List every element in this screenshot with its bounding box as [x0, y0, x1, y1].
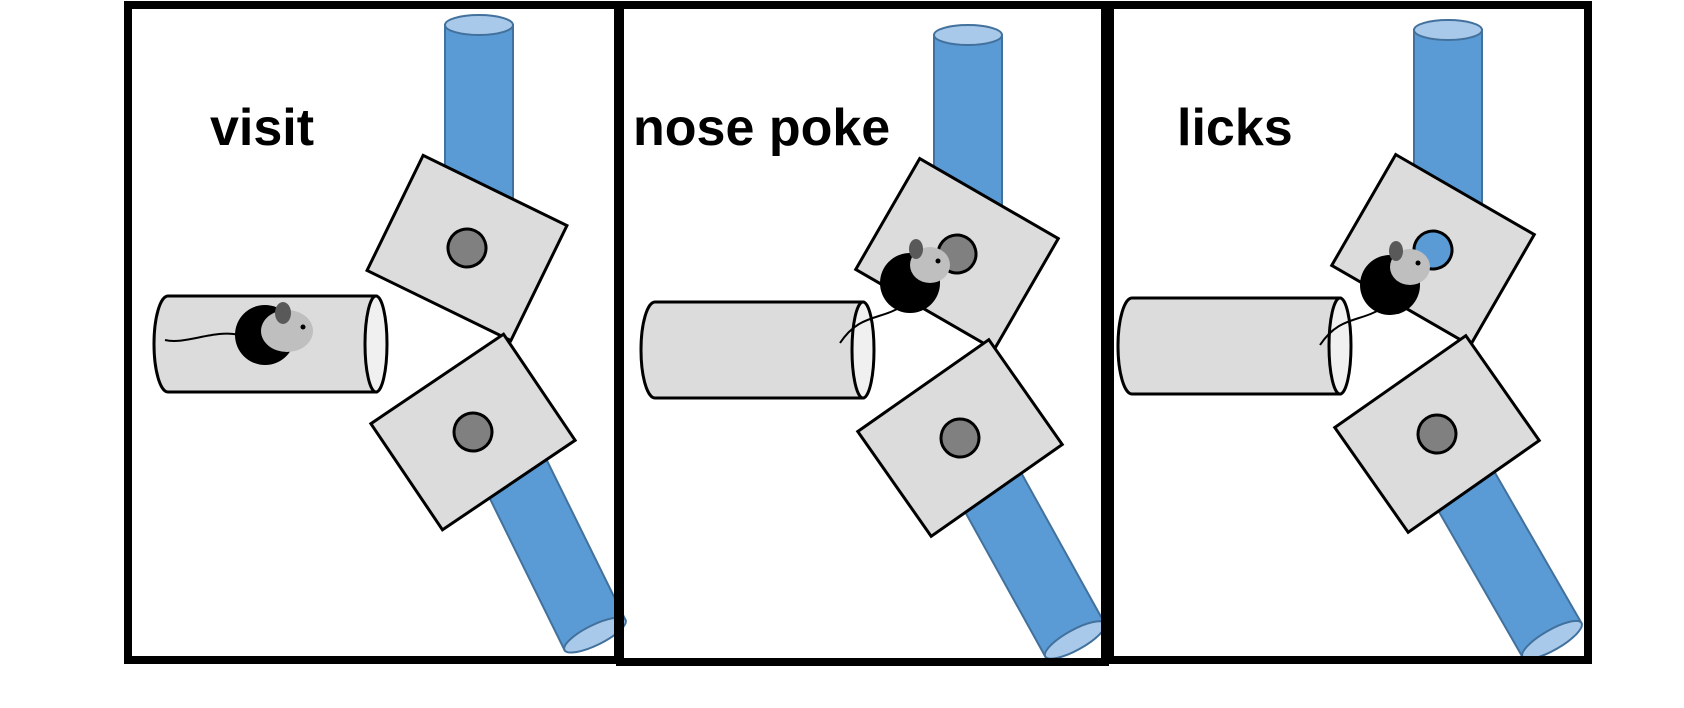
panel-label: visit — [210, 99, 314, 157]
port-plate-lower — [368, 332, 578, 532]
port-hole — [446, 227, 488, 269]
panel-2: nose poke — [633, 24, 1107, 660]
port-hole — [1416, 413, 1458, 455]
panel-3: licks — [1116, 19, 1583, 661]
panel-1: visit — [152, 14, 627, 654]
mouse-icon — [164, 302, 313, 365]
mouse-icon — [1319, 241, 1430, 346]
panel-frame-3 — [1106, 1, 1592, 664]
mouse-eye — [1415, 260, 1421, 266]
tunnel-opening — [1327, 296, 1353, 396]
port-plate-upper — [365, 153, 569, 343]
bottle-cap — [933, 24, 1003, 46]
mouse-icon — [839, 239, 950, 344]
panel-label: licks — [1177, 99, 1293, 157]
port-plate-lower — [855, 337, 1065, 539]
tunnel-opening — [850, 300, 876, 400]
mouse-ear — [1389, 241, 1403, 261]
mouse-tail — [164, 332, 240, 342]
port-plate-lower — [1332, 333, 1542, 535]
mouse-head — [261, 310, 313, 352]
tunnel-opening — [363, 294, 389, 394]
bottle-cap — [444, 14, 514, 36]
panel-label: nose poke — [633, 99, 890, 157]
panel-frame-2 — [616, 1, 1109, 666]
port-plate-upper — [853, 156, 1061, 352]
mouse-eye — [300, 324, 306, 330]
bottle-cap — [563, 616, 627, 654]
port-hole — [939, 417, 981, 459]
tunnel — [1116, 296, 1353, 396]
tunnel — [639, 300, 876, 400]
mouse-eye — [935, 258, 941, 264]
mouse-ear — [909, 239, 923, 259]
mouse-ear — [275, 302, 291, 324]
port-hole — [452, 411, 494, 453]
bottle-cap — [1413, 19, 1483, 41]
